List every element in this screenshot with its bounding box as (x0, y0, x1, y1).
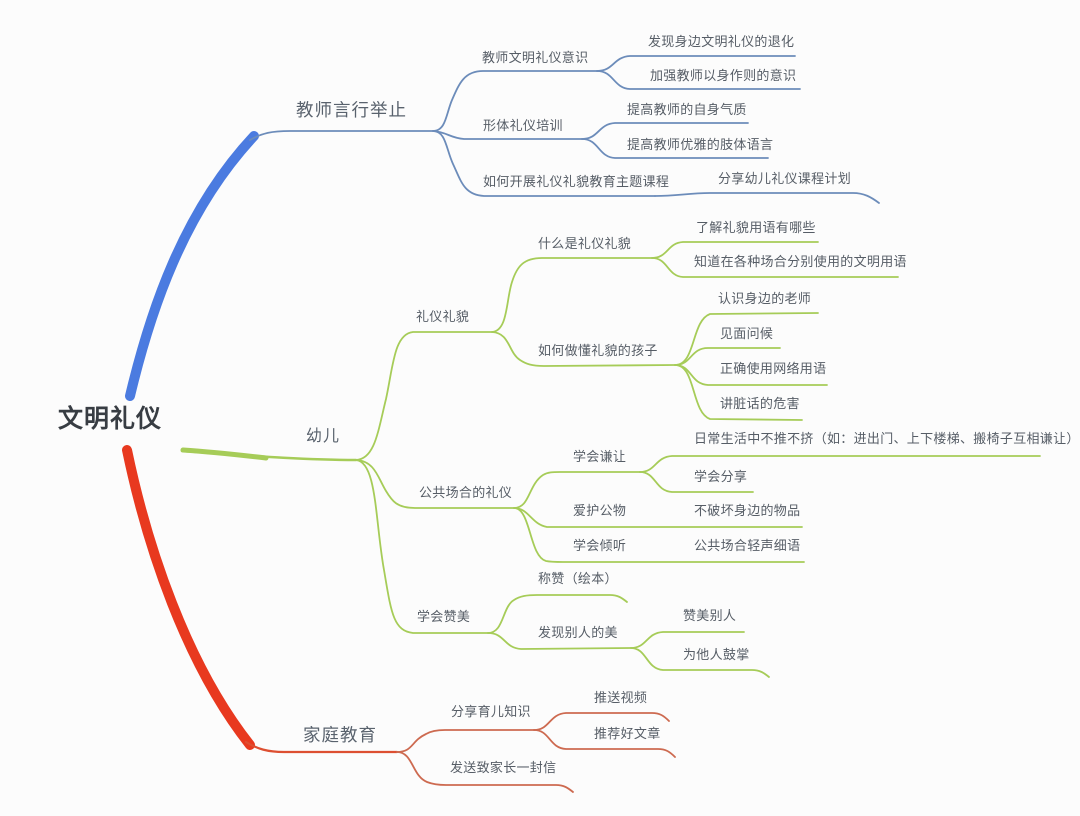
connector (396, 751, 574, 793)
node-speak-softly[interactable]: 公共场合轻声细语 (694, 538, 801, 553)
node-root[interactable]: 文明礼仪 (58, 405, 163, 433)
node-no-pushing[interactable]: 日常生活中不推不挤（如：进出门、上下楼梯、搬椅子互相谦让） (694, 431, 1080, 446)
connector (630, 647, 770, 678)
node-teacher-etiquette-awareness[interactable]: 教师文明礼仪意识 (482, 50, 589, 65)
connector (491, 331, 676, 367)
node-greetings[interactable]: 见面问候 (720, 326, 774, 341)
connector (674, 347, 781, 366)
family-branch-lines (122, 445, 676, 793)
connector (581, 138, 769, 159)
node-children[interactable]: 幼儿 (306, 428, 341, 445)
connector (533, 712, 670, 731)
connector (674, 364, 803, 421)
connector (596, 55, 796, 72)
connector (355, 331, 493, 461)
connector (355, 459, 489, 634)
node-harm-of-swearing[interactable]: 讲脏话的危害 (720, 396, 800, 411)
connector (596, 70, 801, 90)
connector (491, 257, 653, 333)
connector (513, 471, 641, 509)
connector (513, 507, 805, 563)
teacher-branch-lines (125, 55, 880, 401)
node-etiquette-course[interactable]: 如何开展礼仪礼貌教育主题课程 (483, 174, 670, 189)
node-push-videos[interactable]: 推送视频 (594, 690, 648, 705)
node-proper-internet-language[interactable]: 正确使用网络用语 (720, 361, 827, 376)
connector-family-underline (244, 740, 399, 754)
node-improve-body-language[interactable]: 提高教师优雅的肢体语言 (627, 137, 774, 152)
connector-teacher-underline (249, 130, 434, 141)
node-learn-listening[interactable]: 学会倾听 (573, 538, 627, 553)
node-applaud-others[interactable]: 为他人鼓掌 (683, 647, 750, 662)
connector (639, 471, 754, 493)
node-usage-by-occasion[interactable]: 知道在各种场合分别使用的文明用语 (694, 254, 907, 269)
node-family-education[interactable]: 家庭教育 (303, 725, 377, 745)
node-lead-by-example[interactable]: 加强教师以身作则的意识 (650, 68, 797, 83)
node-know-polite-words[interactable]: 了解礼貌用语有哪些 (696, 220, 816, 235)
node-discover-beauty[interactable]: 发现别人的美 (538, 625, 618, 640)
node-what-is-etiquette[interactable]: 什么是礼仪礼貌 (538, 236, 632, 251)
connector (487, 594, 628, 634)
node-teacher-behavior[interactable]: 教师言行举止 (296, 100, 407, 120)
node-how-to-be-polite-child[interactable]: 如何做懂礼貌的孩子 (538, 343, 658, 358)
node-learn-sharing[interactable]: 学会分享 (694, 469, 748, 484)
node-body-etiquette-training[interactable]: 形体礼仪培训 (483, 118, 563, 133)
connector (487, 632, 632, 650)
connector (581, 122, 749, 140)
connector (654, 192, 880, 204)
node-praise-picture-book[interactable]: 称赞（绘本） (538, 571, 618, 586)
connector (651, 257, 899, 278)
node-praise-others[interactable]: 赞美别人 (683, 608, 737, 623)
node-recommend-articles[interactable]: 推荐好文章 (594, 726, 661, 741)
connector (630, 631, 745, 649)
node-public-etiquette[interactable]: 公共场合的礼仪 (419, 485, 513, 500)
node-learn-praise[interactable]: 学会赞美 (417, 609, 471, 624)
connector (651, 241, 819, 259)
connector (432, 70, 598, 132)
node-letter-to-parents[interactable]: 发送致家长一封信 (450, 760, 557, 775)
node-share-course-plan[interactable]: 分享幼儿礼仪课程计划 (718, 171, 852, 186)
node-etiquette-manners[interactable]: 礼仪礼貌 (416, 309, 470, 324)
connector (355, 459, 515, 509)
node-protect-public-property[interactable]: 爱护公物 (573, 503, 627, 518)
connector (396, 729, 535, 753)
connector (639, 455, 1041, 473)
node-know-teachers[interactable]: 认识身边的老师 (718, 291, 812, 306)
connector-root-teacher (125, 131, 259, 401)
node-etiquette-decline[interactable]: 发现身边文明礼仪的退化 (648, 34, 795, 49)
connector-root-family (122, 445, 255, 750)
node-share-parenting[interactable]: 分享育儿知识 (451, 704, 531, 719)
connector-root-children-taper (180, 447, 269, 461)
node-learn-humility[interactable]: 学会谦让 (573, 449, 627, 464)
node-improve-temperament[interactable]: 提高教师的自身气质 (627, 102, 747, 117)
node-no-damage[interactable]: 不破坏身边的物品 (694, 503, 801, 518)
connector (533, 729, 676, 758)
children-branch-lines (180, 241, 1041, 678)
connector (432, 130, 656, 197)
